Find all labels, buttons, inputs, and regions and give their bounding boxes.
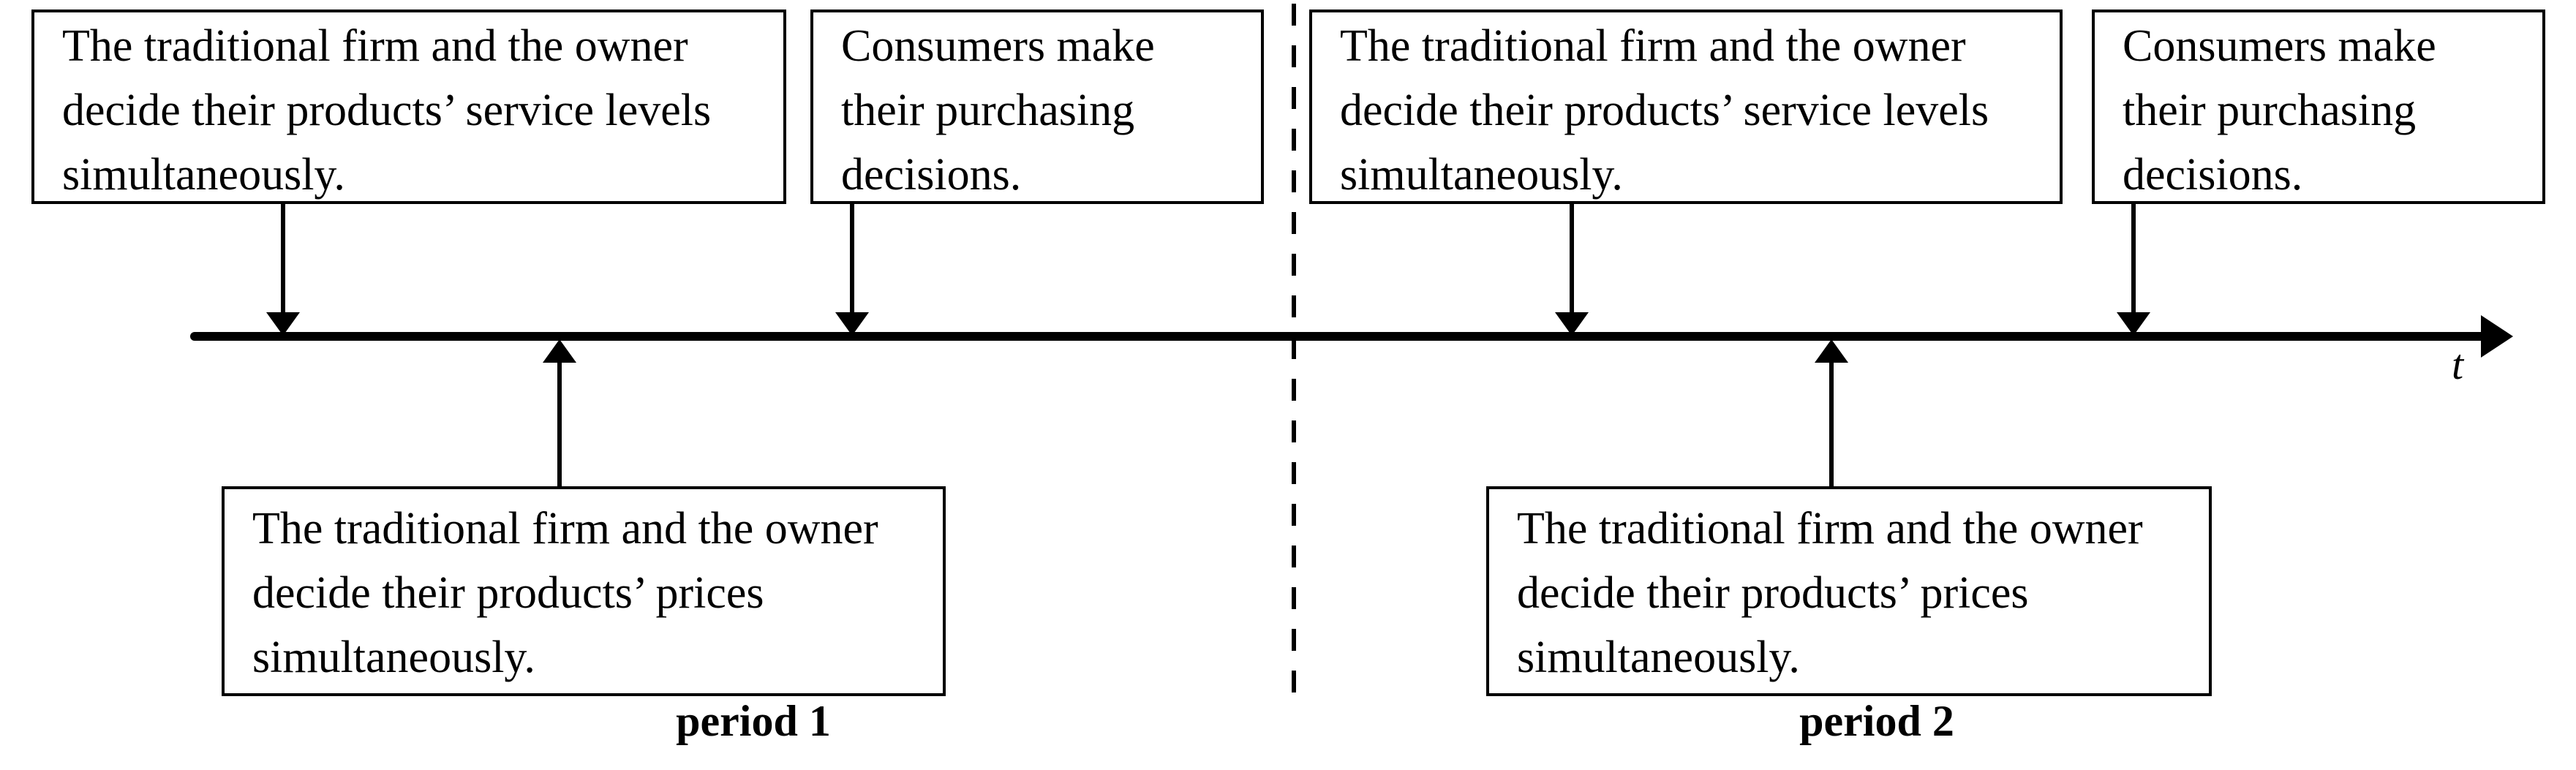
purchase-decision-text-period1: Consumers make their purchasing decision… (841, 21, 1167, 200)
event-box-purchase-period1: Consumers make their purchasing decision… (810, 10, 1264, 204)
arrow-shaft (281, 204, 285, 314)
event-box-price-period1: The traditional firm and the owner decid… (222, 486, 946, 696)
up-arrowhead-icon (1815, 339, 1848, 363)
period-divider-dashed-line (1292, 4, 1296, 696)
purchase-decision-text-period2: Consumers make their purchasing decision… (2123, 21, 2448, 200)
event-box-service-period1: The traditional firm and the owner decid… (31, 10, 786, 204)
event-box-purchase-period2: Consumers make their purchasing decision… (2092, 10, 2545, 204)
price-decision-text-period1: The traditional firm and the owner decid… (252, 504, 890, 682)
event-box-price-period2: The traditional firm and the owner decid… (1486, 486, 2212, 696)
timeline-axis-line (190, 332, 2487, 341)
price-decision-text-period2: The traditional firm and the owner decid… (1517, 504, 2155, 682)
up-arrow-price-period1 (543, 339, 576, 489)
down-arrowhead-icon (835, 312, 869, 336)
down-arrow-service-period2 (1555, 204, 1589, 336)
arrow-shaft (850, 204, 854, 314)
arrow-shaft (2131, 204, 2136, 314)
down-arrowhead-icon (2117, 312, 2150, 336)
arrow-shaft (1570, 204, 1574, 314)
arrow-shaft (557, 361, 562, 488)
up-arrow-price-period2 (1815, 339, 1848, 489)
service-decision-text-period1: The traditional firm and the owner decid… (62, 21, 723, 200)
service-decision-text-period2: The traditional firm and the owner decid… (1340, 21, 2000, 200)
down-arrowhead-icon (266, 312, 300, 336)
timeline-right-arrowhead-icon (2481, 315, 2513, 358)
down-arrow-purchase-period1 (835, 204, 869, 336)
period-2-label: period 2 (1799, 697, 1954, 745)
down-arrow-purchase-period2 (2117, 204, 2150, 336)
up-arrowhead-icon (543, 339, 576, 363)
down-arrowhead-icon (1555, 312, 1589, 336)
down-arrow-service-period1 (266, 204, 300, 336)
arrow-shaft (1829, 361, 1834, 488)
period-1-label: period 1 (676, 697, 831, 745)
time-axis-label: t (2452, 341, 2464, 388)
event-box-service-period2: The traditional firm and the owner decid… (1309, 10, 2063, 204)
